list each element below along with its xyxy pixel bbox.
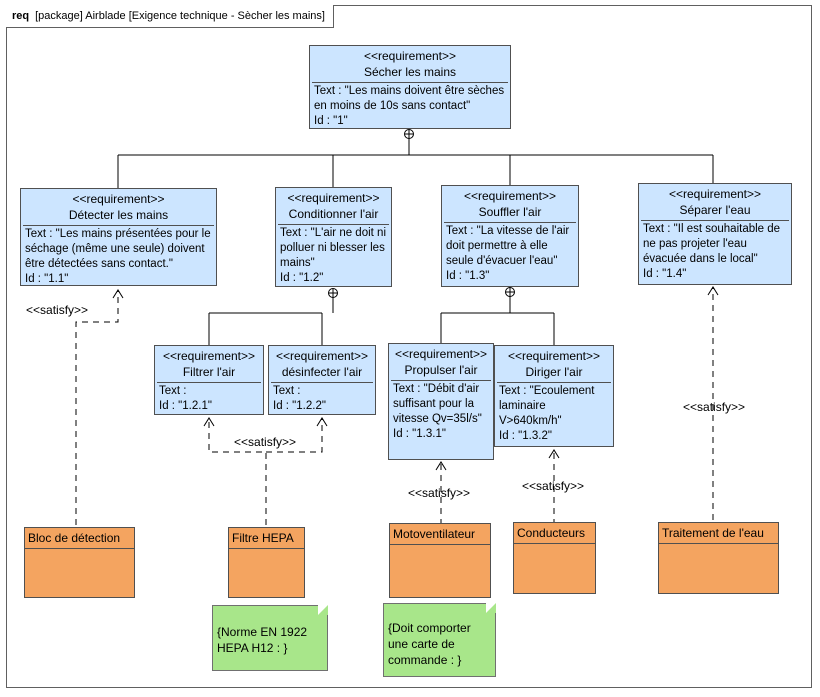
requirement-id: Id : "1.2.2"	[273, 400, 326, 412]
requirement-1-2-2[interactable]: <<requirement>> désinfecter l'air Text : I…	[268, 345, 376, 415]
block-name: Motoventilateur	[390, 524, 490, 545]
block-name: Filtre HEPA	[229, 528, 304, 549]
requirement-1-2[interactable]: <<requirement>> Conditionner l'air Text :…	[275, 187, 392, 287]
requirement-text: Text : "L'air ne doit ni polluer ni bles…	[280, 227, 386, 269]
stereotype-label: <<requirement>>	[394, 347, 488, 361]
requirement-name: Sécher les mains	[363, 65, 457, 79]
requirement-name: Souffler l'air	[478, 205, 542, 219]
block-name: Bloc de détection	[25, 528, 134, 549]
requirement-id: Id : "1.4"	[643, 268, 687, 280]
requirement-name: Détecter les mains	[68, 208, 169, 222]
requirement-name: Filtrer l'air	[182, 365, 236, 379]
diagram-frame	[6, 5, 812, 688]
stereotype-label: <<requirement>>	[287, 191, 380, 205]
satisfy-label: <<satisfy>>	[234, 435, 297, 449]
satisfy-label: <<satisfy>>	[26, 303, 89, 317]
requirement-1-2-1[interactable]: <<requirement>> Filtrer l'air Text : Id : …	[154, 345, 264, 415]
block-detection[interactable]: Bloc de détection	[24, 527, 135, 598]
requirement-id: Id : "1"	[314, 115, 348, 127]
frame-keyword: req	[12, 10, 30, 22]
block-name: Traitement de l'eau	[659, 523, 778, 544]
requirement-id: Id : "1.3.2"	[499, 430, 552, 442]
frame-title: [package] Airblade [Exigence technique -…	[35, 10, 325, 22]
requirement-id: Id : "1.2"	[280, 272, 324, 284]
stereotype-label: <<requirement>>	[162, 349, 256, 363]
requirement-name: désinfecter l'air	[281, 365, 363, 379]
stereotype-label: <<requirement>>	[507, 349, 601, 363]
requirement-1-4[interactable]: <<requirement>> Séparer l'eau Text : "Il …	[638, 183, 792, 285]
block-name: Conducteurs	[514, 523, 595, 544]
requirement-1-1[interactable]: <<requirement>> Détecter les mains Text :…	[20, 188, 217, 286]
requirement-text: Text : "Les mains présentées pour le séc…	[25, 228, 211, 270]
requirement-id: Id : "1.1"	[25, 273, 69, 285]
requirement-name: Séparer l'eau	[679, 203, 751, 217]
requirement-id: Id : "1.2.1"	[159, 400, 212, 412]
block-conducteurs[interactable]: Conducteurs	[513, 522, 596, 594]
note-fold-icon	[486, 603, 496, 613]
block-hepa[interactable]: Filtre HEPA	[228, 527, 305, 598]
satisfy-label: <<satisfy>>	[408, 486, 471, 500]
requirement-id: Id : "1.3"	[446, 270, 490, 282]
stereotype-label: <<requirement>>	[363, 49, 457, 63]
requirement-text: Text : "La vitesse de l'air doit permett…	[446, 225, 570, 267]
frame-header: req [package] Airblade [Exigence techniq…	[6, 5, 334, 28]
satisfy-label: <<satisfy>>	[522, 479, 585, 493]
requirement-text: Text : "Débit d'air suffisant pour la vi…	[393, 383, 482, 425]
stereotype-label: <<requirement>>	[275, 349, 369, 363]
requirement-name: Conditionner l'air	[288, 207, 379, 221]
requirement-1-3-2[interactable]: <<requirement>> Diriger l'air Text : "Eco…	[494, 345, 614, 447]
note-text: {Norme EN 1922 HEPA H12 : }	[217, 625, 308, 655]
requirement-text: Text :	[273, 385, 301, 397]
requirement-name: Diriger l'air	[525, 365, 583, 379]
block-traitement-eau[interactable]: Traitement de l'eau	[658, 522, 779, 594]
note-text: {Doit comporter une carte de commande : …	[388, 621, 471, 667]
requirement-1-3-1[interactable]: <<requirement>> Propulser l'air Text : "D…	[388, 343, 494, 460]
stereotype-label: <<requirement>>	[463, 189, 557, 203]
requirement-name: Propulser l'air	[404, 363, 478, 377]
requirement-1[interactable]: <<requirement>> Sécher les mains Text : "…	[309, 45, 511, 129]
requirement-text: Text :	[159, 385, 187, 397]
note-fold-icon	[318, 605, 328, 615]
requirement-1-3[interactable]: <<requirement>> Souffler l'air Text : "La…	[441, 185, 579, 287]
satisfy-label: <<satisfy>>	[683, 400, 746, 414]
note-motoventilateur[interactable]: {Doit comporter une carte de commande : …	[383, 603, 496, 677]
requirement-text: Text : "Ecoulement laminaire V>640km/h"	[499, 385, 595, 427]
requirement-text: Text : "Il est souhaitable de ne pas pro…	[643, 223, 781, 265]
block-motoventilateur[interactable]: Motoventilateur	[389, 523, 491, 598]
note-hepa[interactable]: {Norme EN 1922 HEPA H12 : }	[212, 605, 328, 671]
stereotype-label: <<requirement>>	[668, 187, 762, 201]
stereotype-label: <<requirement>>	[72, 192, 165, 206]
requirement-id: Id : "1.3.1"	[393, 428, 446, 440]
requirement-text: Text : "Les mains doivent être sèches en…	[314, 85, 505, 112]
